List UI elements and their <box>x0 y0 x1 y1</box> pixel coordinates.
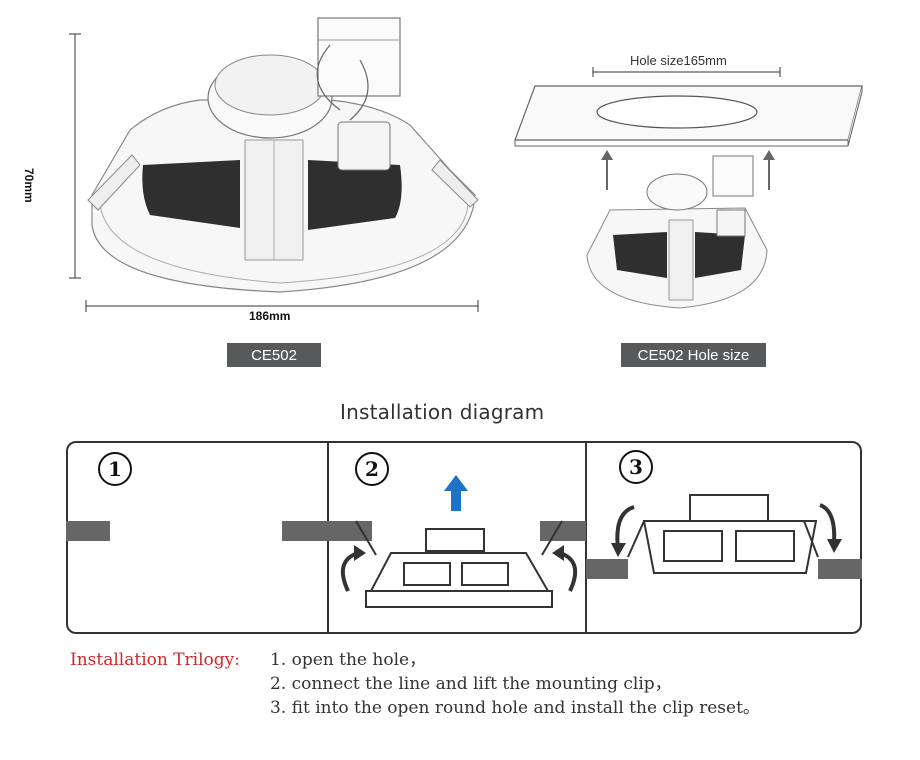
width-dimension-label: 186mm <box>249 309 291 323</box>
step-3-number: 3 <box>619 450 653 484</box>
trilogy-line-3: 3. fit into the open round hole and inst… <box>270 698 760 718</box>
hole-size-label: CE502 Hole size <box>621 343 766 367</box>
hole-size-illustration <box>514 67 863 309</box>
installation-steps-graphics <box>66 441 862 634</box>
trilogy-line-2: 2. connect the line and lift the mountin… <box>270 674 672 694</box>
speaker-illustration-main <box>69 17 479 312</box>
step-2-number: 2 <box>355 452 389 486</box>
installation-diagram-title: Installation diagram <box>340 400 545 424</box>
height-dimension-label: 70mm <box>22 168 36 203</box>
trilogy-line-1: 1. open the hole， <box>270 650 427 670</box>
step-1-number: 1 <box>98 452 132 486</box>
trilogy-heading: Installation Trilogy: <box>70 650 241 670</box>
product-label: CE502 <box>227 343 321 367</box>
hole-size-caption: Hole size165mm <box>630 53 727 68</box>
